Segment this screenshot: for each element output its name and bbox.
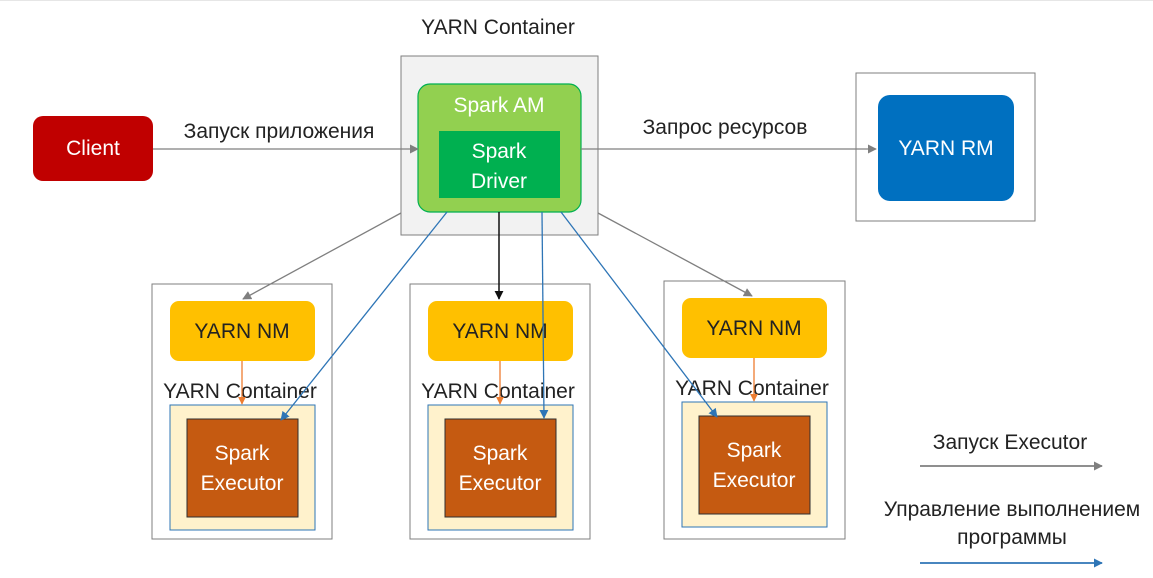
spark-am-label: Spark AM <box>453 94 544 117</box>
node-1-executor-box <box>186 418 299 518</box>
control-executor-2-arrow <box>539 211 549 419</box>
node-3-yarn-nm-label: YARN NM <box>706 317 801 340</box>
node-2: YARN NM YARN Container Spark Executor <box>409 283 591 540</box>
node-2-yarn-nm <box>428 301 573 361</box>
client-box <box>33 116 153 181</box>
launch-nm-3-arrow <box>597 212 753 297</box>
node-1-executor-line2: Executor <box>201 472 284 495</box>
yarn-rm-box <box>878 95 1014 201</box>
top-divider <box>0 0 1153 1</box>
launch-app-label: Запуск приложения <box>184 120 375 143</box>
node-3-executor-box <box>698 415 811 515</box>
spark-driver-line2: Driver <box>471 170 527 193</box>
legend-control-line2: программы <box>957 526 1067 549</box>
node-2-executor-box <box>444 418 557 518</box>
node-1-executor-line1: Spark <box>215 442 270 465</box>
node-3-executor-line1: Spark <box>727 439 782 462</box>
launch-nm-1-arrow <box>242 212 402 300</box>
node-2-container-label: YARN Container <box>421 380 575 403</box>
client-label: Client <box>66 137 120 160</box>
am-container-label: YARN Container <box>421 16 575 39</box>
control-executor-1-arrow <box>280 211 448 421</box>
node-1-container-label: YARN Container <box>163 380 317 403</box>
node-3-executor-line2: Executor <box>713 469 796 492</box>
yarn-rm-label: YARN RM <box>898 137 993 160</box>
node-1-yarn-nm-label: YARN NM <box>194 320 289 343</box>
spark-driver-line1: Spark <box>472 140 527 163</box>
spark-driver-box <box>439 131 560 198</box>
node-2-executor-line2: Executor <box>459 472 542 495</box>
node-1-yarn-nm <box>170 301 315 361</box>
control-executor-3-arrow <box>560 211 718 418</box>
legend-launch-executor-label: Запуск Executor <box>933 431 1087 454</box>
node-3-container-label: YARN Container <box>675 377 829 400</box>
node-3: YARN NM YARN Container Spark Executor <box>663 280 846 540</box>
legend-control-line1: Управление выполнением <box>884 498 1140 521</box>
node-2-executor-line1: Spark <box>473 442 528 465</box>
node-1: YARN NM YARN Container Spark Executor <box>151 283 333 540</box>
node-2-yarn-nm-label: YARN NM <box>452 320 547 343</box>
request-resources-label: Запрос ресурсов <box>643 116 808 139</box>
node-3-yarn-nm <box>682 298 827 358</box>
